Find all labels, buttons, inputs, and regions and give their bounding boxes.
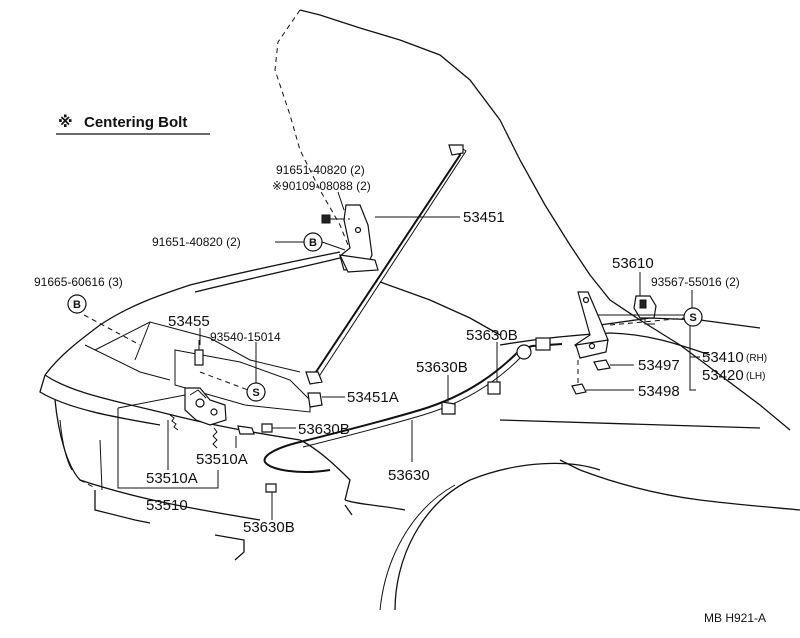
label-53410: 53410	[702, 349, 744, 366]
label-53498: 53498	[638, 383, 680, 400]
svg-text:B: B	[73, 299, 81, 311]
diagram-code: MB H921-A	[704, 611, 766, 625]
label-53630B-lock: 53630B	[298, 421, 350, 438]
hood-hinge-left	[338, 204, 379, 273]
label-53510A-left: 53510A	[146, 470, 198, 487]
label-91665: 91665-60616 (3)	[34, 275, 123, 289]
bolt-symbol-b-left: B	[303, 232, 323, 252]
hood-hinge-right	[574, 291, 609, 359]
label-53510: 53510	[146, 497, 188, 514]
legend-symbol: ※	[58, 113, 73, 131]
label-53630: 53630	[388, 467, 430, 484]
label-53510A-right: 53510A	[196, 451, 248, 468]
hinge-bolt-top	[321, 214, 350, 224]
label-53451A: 53451A	[347, 389, 399, 406]
svg-text:S: S	[689, 312, 696, 324]
stay-holder	[307, 392, 323, 408]
label-53451: 53451	[463, 209, 505, 226]
label-53630B-mid: 53630B	[416, 359, 468, 376]
label-53630B-bottom: 53630B	[243, 519, 295, 536]
screw-symbol-s-center: S	[246, 382, 266, 402]
bolt-symbol-b-body: B	[67, 294, 87, 314]
legend-centering-bolt: ※ Centering Bolt	[56, 113, 210, 135]
legend-text: Centering Bolt	[84, 114, 187, 131]
label-91651-left: 91651-40820 (2)	[152, 235, 241, 249]
svg-text:S: S	[252, 387, 259, 399]
cable-clips	[261, 381, 501, 493]
label-91651-top: 91651-40820 (2)	[276, 163, 365, 177]
label-53630B-top: 53630B	[466, 327, 518, 344]
label-53420: 53420	[702, 367, 744, 384]
label-53455: 53455	[168, 313, 210, 330]
label-53420-side: (LH)	[746, 371, 765, 382]
hood-cushions	[571, 359, 611, 395]
hood-lock-striker	[194, 340, 204, 366]
label-93567: 93567-55016 (2)	[651, 275, 740, 289]
release-cable	[263, 337, 563, 473]
svg-text:B: B	[309, 237, 317, 249]
car-body-outline	[39, 251, 800, 611]
hood-lock-assembly	[169, 387, 255, 449]
part-labels: 53451 91651-40820 (2) ※90109-08088 (2) 9…	[34, 163, 767, 536]
label-90109: ※90109-08088 (2)	[272, 179, 371, 193]
hood-support-rod	[305, 144, 467, 385]
label-53497: 53497	[638, 357, 680, 374]
screw-symbol-s-right: S	[683, 307, 703, 327]
label-93540: 93540-15014	[210, 330, 281, 344]
label-53410-side: (RH)	[746, 353, 767, 364]
hood-lock-latch-53610	[633, 295, 657, 325]
leader-lines	[83, 191, 700, 520]
label-53610: 53610	[612, 255, 654, 272]
